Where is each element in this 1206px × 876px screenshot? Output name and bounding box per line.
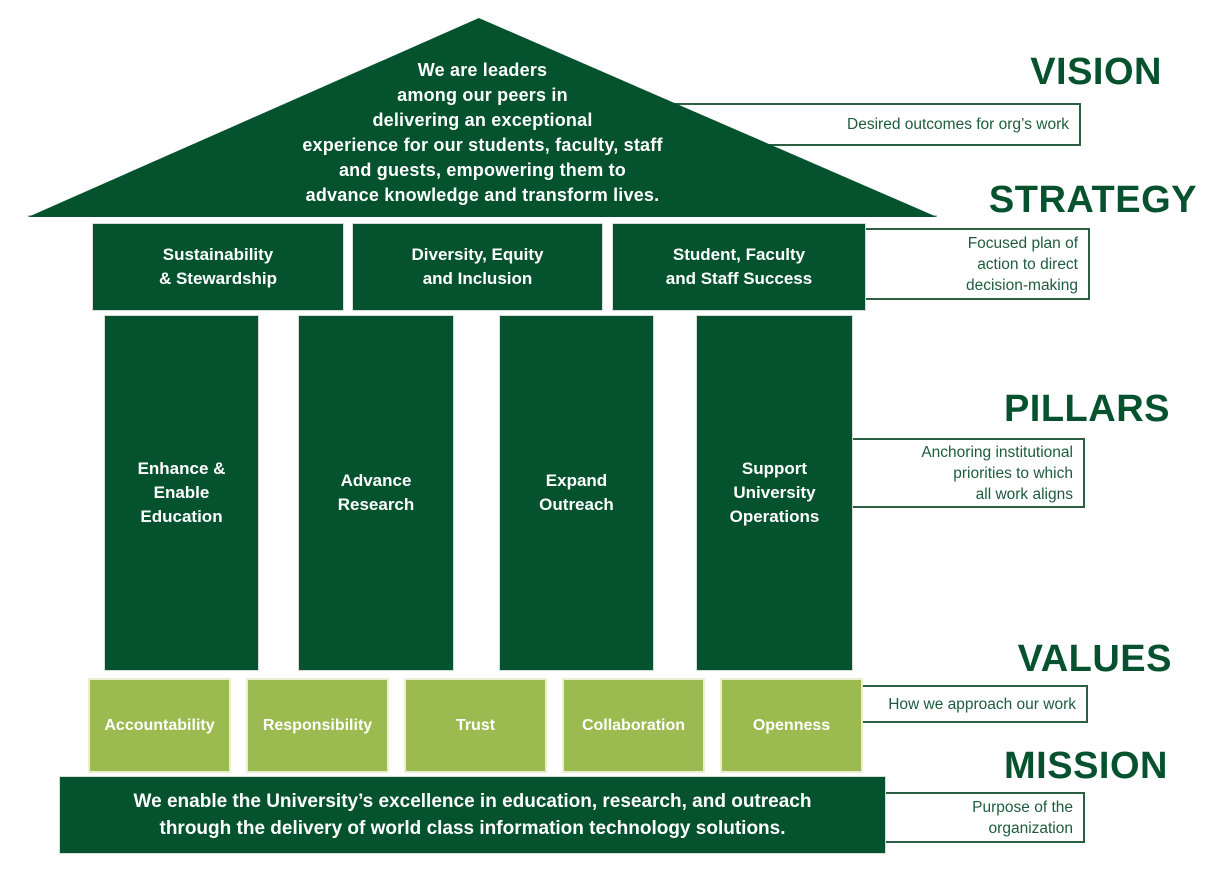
strategy-note-box: Focused plan of action to direct decisio… xyxy=(860,228,1090,300)
value-collaboration: Collaboration xyxy=(562,678,705,773)
vision-heading: VISION xyxy=(1030,51,1162,93)
value-responsibility: Responsibility xyxy=(246,678,389,773)
values-heading: VALUES xyxy=(1017,638,1172,680)
pillars-note-box: Anchoring institutional priorities to wh… xyxy=(848,438,1085,508)
value-accountability: Accountability xyxy=(88,678,231,773)
pillar-support-university-operations: Support University Operations xyxy=(696,315,853,671)
values-note-box: How we approach our work xyxy=(860,685,1088,723)
strategy-heading: STRATEGY xyxy=(988,179,1197,221)
pillar-advance-research: Advance Research xyxy=(298,315,454,671)
value-trust: Trust xyxy=(404,678,547,773)
mission-heading: MISSION xyxy=(1004,745,1168,787)
pillar-expand-outreach: Expand Outreach xyxy=(499,315,654,671)
strategy-box-diversity-equity-inclusion: Diversity, Equity and Inclusion xyxy=(352,223,603,311)
vision-statement: We are leaders among our peers in delive… xyxy=(302,60,663,205)
pillars-heading: PILLARS xyxy=(1003,388,1170,430)
mission-note-box: Purpose of the organization xyxy=(880,792,1085,843)
pillar-enhance-enable-education: Enhance & Enable Education xyxy=(104,315,259,671)
strategy-box-student-faculty-staff-success: Student, Faculty and Staff Success xyxy=(612,223,866,311)
value-openness: Openness xyxy=(720,678,863,773)
mission-statement-bar: We enable the University’s excellence in… xyxy=(59,776,886,854)
strategy-box-sustainability-stewardship: Sustainability & Stewardship xyxy=(92,223,344,311)
